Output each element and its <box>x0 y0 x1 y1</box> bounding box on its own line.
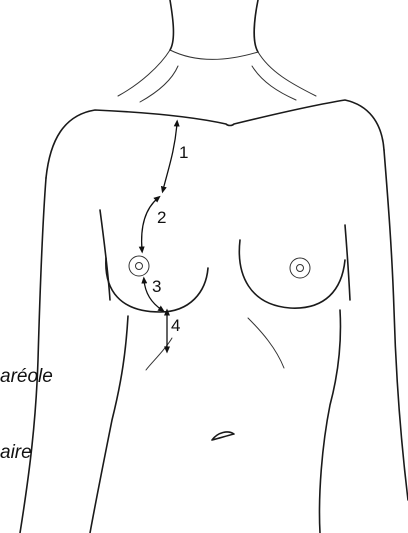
right-armpit-line <box>345 225 350 300</box>
measurement-label-1: 1 <box>179 143 188 162</box>
neck-outline <box>118 0 316 102</box>
right-torso-side <box>319 310 340 533</box>
left-torso-side <box>90 316 128 533</box>
right-arm-outline <box>384 150 408 500</box>
navel <box>212 432 234 440</box>
left-armpit-line <box>100 210 110 300</box>
right-rib-line <box>248 318 284 368</box>
measurement-arrow-2 <box>142 198 158 250</box>
measurement-label-2: 2 <box>157 208 166 227</box>
measurement-arrow-1 <box>163 123 177 190</box>
side-label-areole: aréole <box>0 366 53 387</box>
side-label-aire: aire <box>0 442 32 463</box>
left-rib-line <box>146 338 172 370</box>
shoulder-line <box>46 100 384 178</box>
left-arm-outline <box>20 178 46 533</box>
measurement-label-3: 3 <box>152 277 161 296</box>
measurement-label-4: 4 <box>171 316 180 335</box>
left-areola <box>129 256 149 276</box>
right-areola <box>290 258 310 278</box>
